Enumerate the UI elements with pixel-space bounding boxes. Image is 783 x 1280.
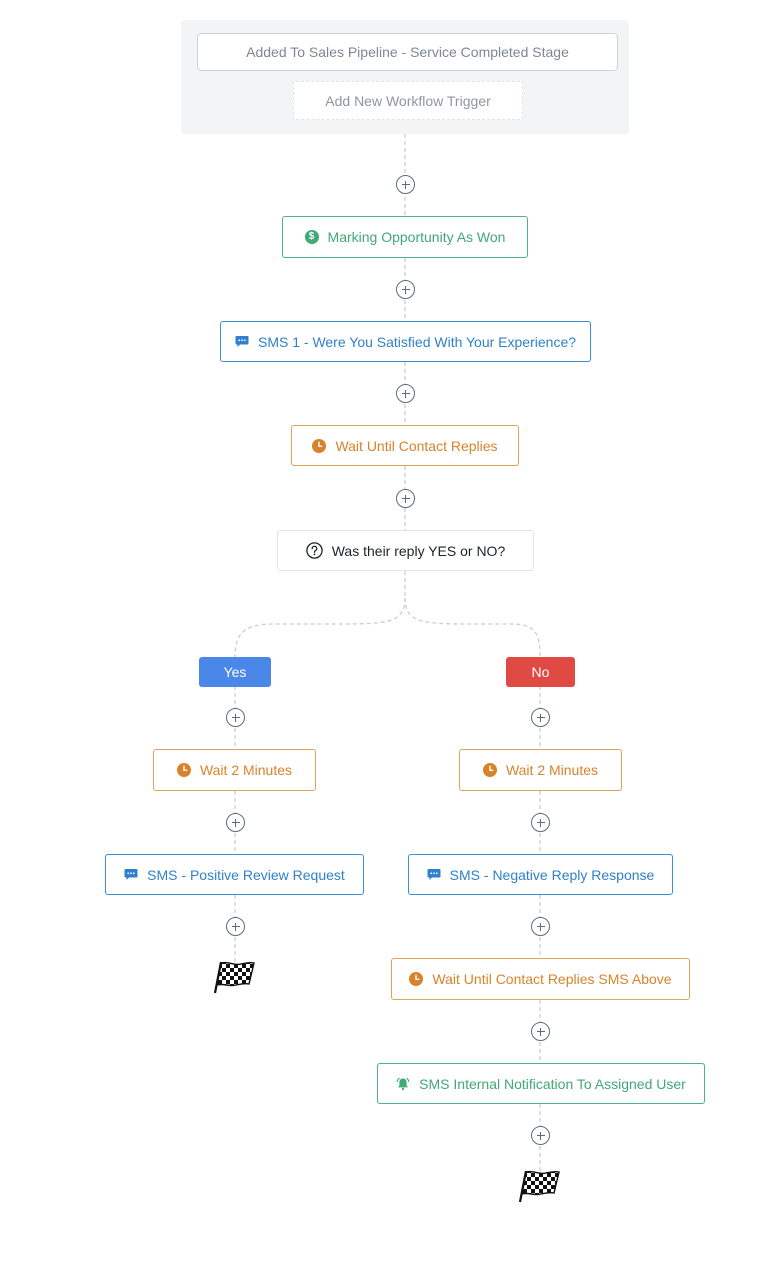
- yes-sms-positive-review-request[interactable]: SMS - Positive Review Request: [105, 854, 364, 895]
- add-step-plus-icon[interactable]: [531, 917, 550, 936]
- clock-icon: [176, 763, 191, 777]
- clock-icon: [482, 763, 497, 777]
- question-icon: [305, 542, 323, 559]
- bell-icon: [396, 1077, 410, 1091]
- action-sms-1[interactable]: SMS 1 - Were You Satisfied With Your Exp…: [220, 321, 591, 362]
- add-step-plus-icon[interactable]: [396, 489, 415, 508]
- add-step-plus-icon[interactable]: [396, 280, 415, 299]
- branch-yes-label[interactable]: Yes: [199, 657, 271, 687]
- step-label: Marking Opportunity As Won: [327, 229, 506, 245]
- add-trigger-button[interactable]: Add New Workflow Trigger: [293, 81, 523, 120]
- yes-wait-2-minutes[interactable]: Wait 2 Minutes: [153, 749, 316, 791]
- chat-icon: [235, 335, 249, 348]
- clock-icon: [312, 438, 327, 453]
- no-wait-2-minutes[interactable]: Wait 2 Minutes: [459, 749, 622, 791]
- clock-icon: [409, 972, 424, 986]
- chat-icon: [124, 868, 138, 881]
- step-label: SMS - Negative Reply Response: [449, 866, 655, 883]
- add-step-plus-icon[interactable]: [531, 1126, 550, 1145]
- step-label: Wait 2 Minutes: [505, 762, 599, 778]
- no-sms-negative-reply-response[interactable]: SMS - Negative Reply Response: [408, 854, 673, 895]
- step-label: SMS Internal Notification To Assigned Us…: [419, 1075, 686, 1092]
- add-step-plus-icon[interactable]: [226, 708, 245, 727]
- add-step-plus-icon[interactable]: [396, 175, 415, 194]
- branch-no-label[interactable]: No: [506, 657, 575, 687]
- chat-icon: [427, 868, 441, 881]
- step-label: Wait 2 Minutes: [199, 762, 293, 778]
- action-wait-until-contact-replies[interactable]: Wait Until Contact Replies: [291, 425, 519, 466]
- step-label: SMS - Positive Review Request: [147, 866, 345, 883]
- condition-reply-yes-or-no[interactable]: Was their reply YES or NO?: [277, 530, 534, 571]
- step-label: Was their reply YES or NO?: [331, 542, 506, 559]
- finish-flag-icon: [214, 961, 255, 994]
- add-step-plus-icon[interactable]: [531, 813, 550, 832]
- dollar-icon: $: [304, 230, 319, 244]
- no-wait-until-contact-replies-sms-above[interactable]: Wait Until Contact Replies SMS Above: [391, 958, 690, 1000]
- step-label: Wait Until Contact Replies: [335, 437, 498, 454]
- action-marking-opportunity-won[interactable]: $ Marking Opportunity As Won: [282, 216, 528, 258]
- finish-flag-icon: [519, 1170, 560, 1203]
- add-step-plus-icon[interactable]: [531, 708, 550, 727]
- workflow-trigger[interactable]: Added To Sales Pipeline - Service Comple…: [197, 33, 618, 71]
- step-label: Wait Until Contact Replies SMS Above: [432, 971, 672, 987]
- step-label: SMS 1 - Were You Satisfied With Your Exp…: [257, 333, 577, 350]
- no-sms-internal-notification[interactable]: SMS Internal Notification To Assigned Us…: [377, 1063, 705, 1104]
- add-step-plus-icon[interactable]: [396, 384, 415, 403]
- add-step-plus-icon[interactable]: [226, 813, 245, 832]
- add-step-plus-icon[interactable]: [531, 1022, 550, 1041]
- add-step-plus-icon[interactable]: [226, 917, 245, 936]
